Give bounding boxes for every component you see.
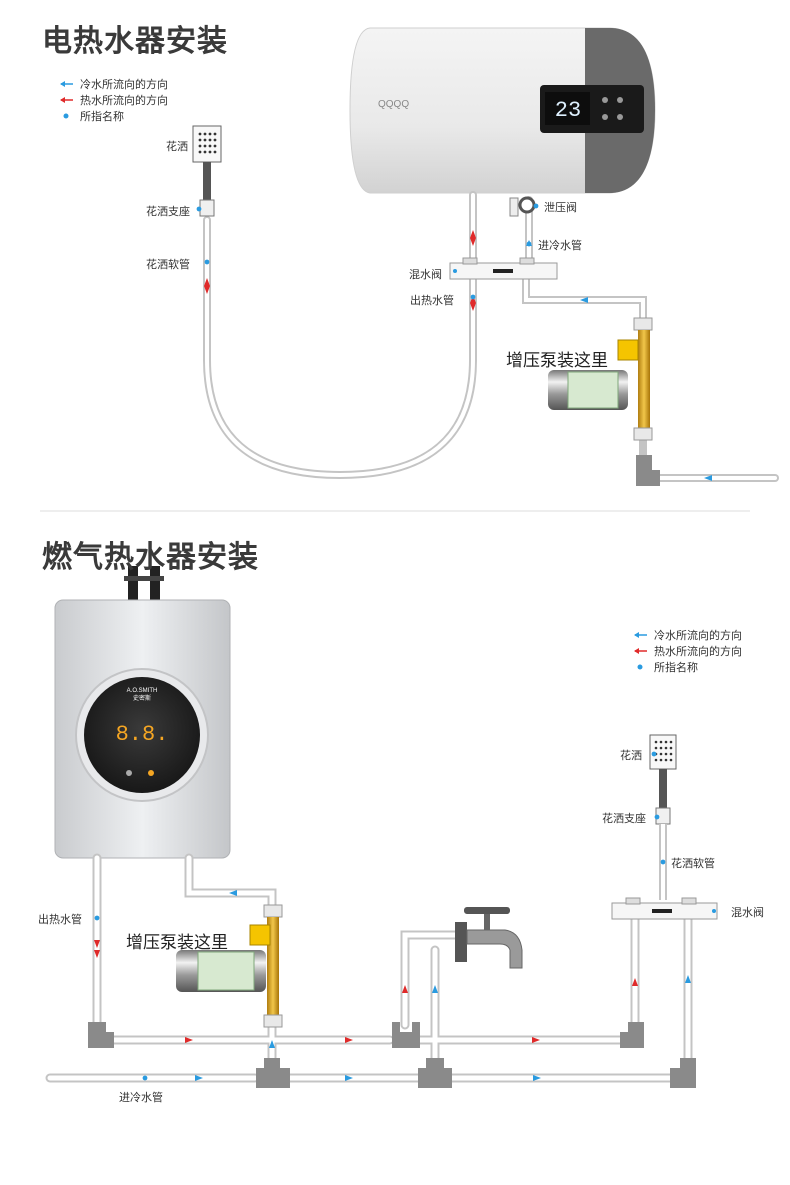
e-label-mixing-valve: 混水阀 (409, 269, 442, 281)
relief-valve (509, 196, 536, 217)
electric-booster-pump (548, 317, 653, 441)
electric-water-heater: 23 QQQQ (349, 27, 656, 194)
g-label-hot-outlet: 出热水管 (38, 914, 82, 926)
electric-mixing-valve (449, 257, 558, 280)
legend-dot: 所指名称 (58, 108, 168, 124)
e-label-shower-head: 花洒 (166, 141, 188, 153)
legend-cold: 冷水所流向的方向 (632, 627, 742, 643)
legend-hot-label: 热水所流向的方向 (80, 95, 168, 107)
legend-dot-label: 所指名称 (80, 111, 124, 123)
cold-arrow-icon (58, 79, 80, 89)
e-label-shower-hose: 花洒软管 (146, 259, 190, 271)
legend-cold-label: 冷水所流向的方向 (80, 79, 168, 91)
legend-cold: 冷水所流向的方向 (58, 76, 168, 92)
legend-hot-label: 热水所流向的方向 (654, 646, 742, 658)
electric-legend: 冷水所流向的方向 热水所流向的方向 所指名称 (58, 76, 168, 124)
gas-brand-logo: A.O.SMITH (127, 688, 158, 694)
gas-section-title: 燃气热水器安装 (42, 541, 259, 574)
legend-dot: 所指名称 (632, 659, 742, 675)
faucet (455, 907, 523, 969)
dot-icon (632, 662, 654, 672)
gas-pipe-fittings (88, 1022, 696, 1088)
electric-elbow-fitting (636, 455, 660, 486)
legend-hot: 热水所流向的方向 (58, 92, 168, 108)
g-label-shower-hose: 花洒软管 (671, 858, 715, 870)
legend-hot: 热水所流向的方向 (632, 643, 742, 659)
e-label-hot-outlet: 出热水管 (410, 295, 454, 307)
e-label-shower-holder: 花洒支座 (146, 206, 190, 218)
e-label-cold-inlet: 进冷水管 (538, 240, 582, 252)
electric-pipes (203, 191, 779, 482)
hot-arrow-icon (632, 646, 654, 656)
gas-name-dots (94, 751, 666, 1081)
electric-section-title: 电热水器安装 (42, 25, 228, 58)
gas-booster-pump (176, 904, 283, 1028)
gas-water-heater: A.O.SMITH 史密斯 8.8. (54, 566, 231, 859)
gas-display-readout: 8.8. (116, 722, 169, 747)
g-label-cold-inlet: 进冷水管 (119, 1092, 163, 1104)
gas-mixing-valve (611, 897, 718, 920)
electric-name-dots (196, 203, 539, 300)
e-label-pump-here: 增压泵装这里 (506, 351, 608, 370)
g-label-pump-here: 增压泵装这里 (126, 933, 228, 952)
legend-cold-label: 冷水所流向的方向 (654, 630, 742, 642)
gas-legend: 冷水所流向的方向 热水所流向的方向 所指名称 (632, 627, 742, 675)
cold-arrow-icon (632, 630, 654, 640)
hot-arrow-icon (58, 95, 80, 105)
gas-brand-cn: 史密斯 (133, 694, 151, 702)
heater-brand-logo: QQQQ (378, 99, 409, 110)
gas-shower-head (649, 734, 677, 900)
g-label-shower-holder: 花洒支座 (602, 813, 646, 825)
legend-dot-label: 所指名称 (654, 662, 698, 674)
e-label-relief-valve: 泄压阀 (544, 202, 577, 214)
section-divider (40, 510, 750, 512)
g-label-mixing-valve: 混水阀 (731, 907, 764, 919)
heater-temp-readout: 23 (555, 98, 581, 123)
dot-icon (58, 111, 80, 121)
electric-shower-head (192, 125, 222, 217)
g-label-shower-head: 花洒 (620, 750, 642, 762)
gas-flow-arrows (94, 890, 691, 1081)
